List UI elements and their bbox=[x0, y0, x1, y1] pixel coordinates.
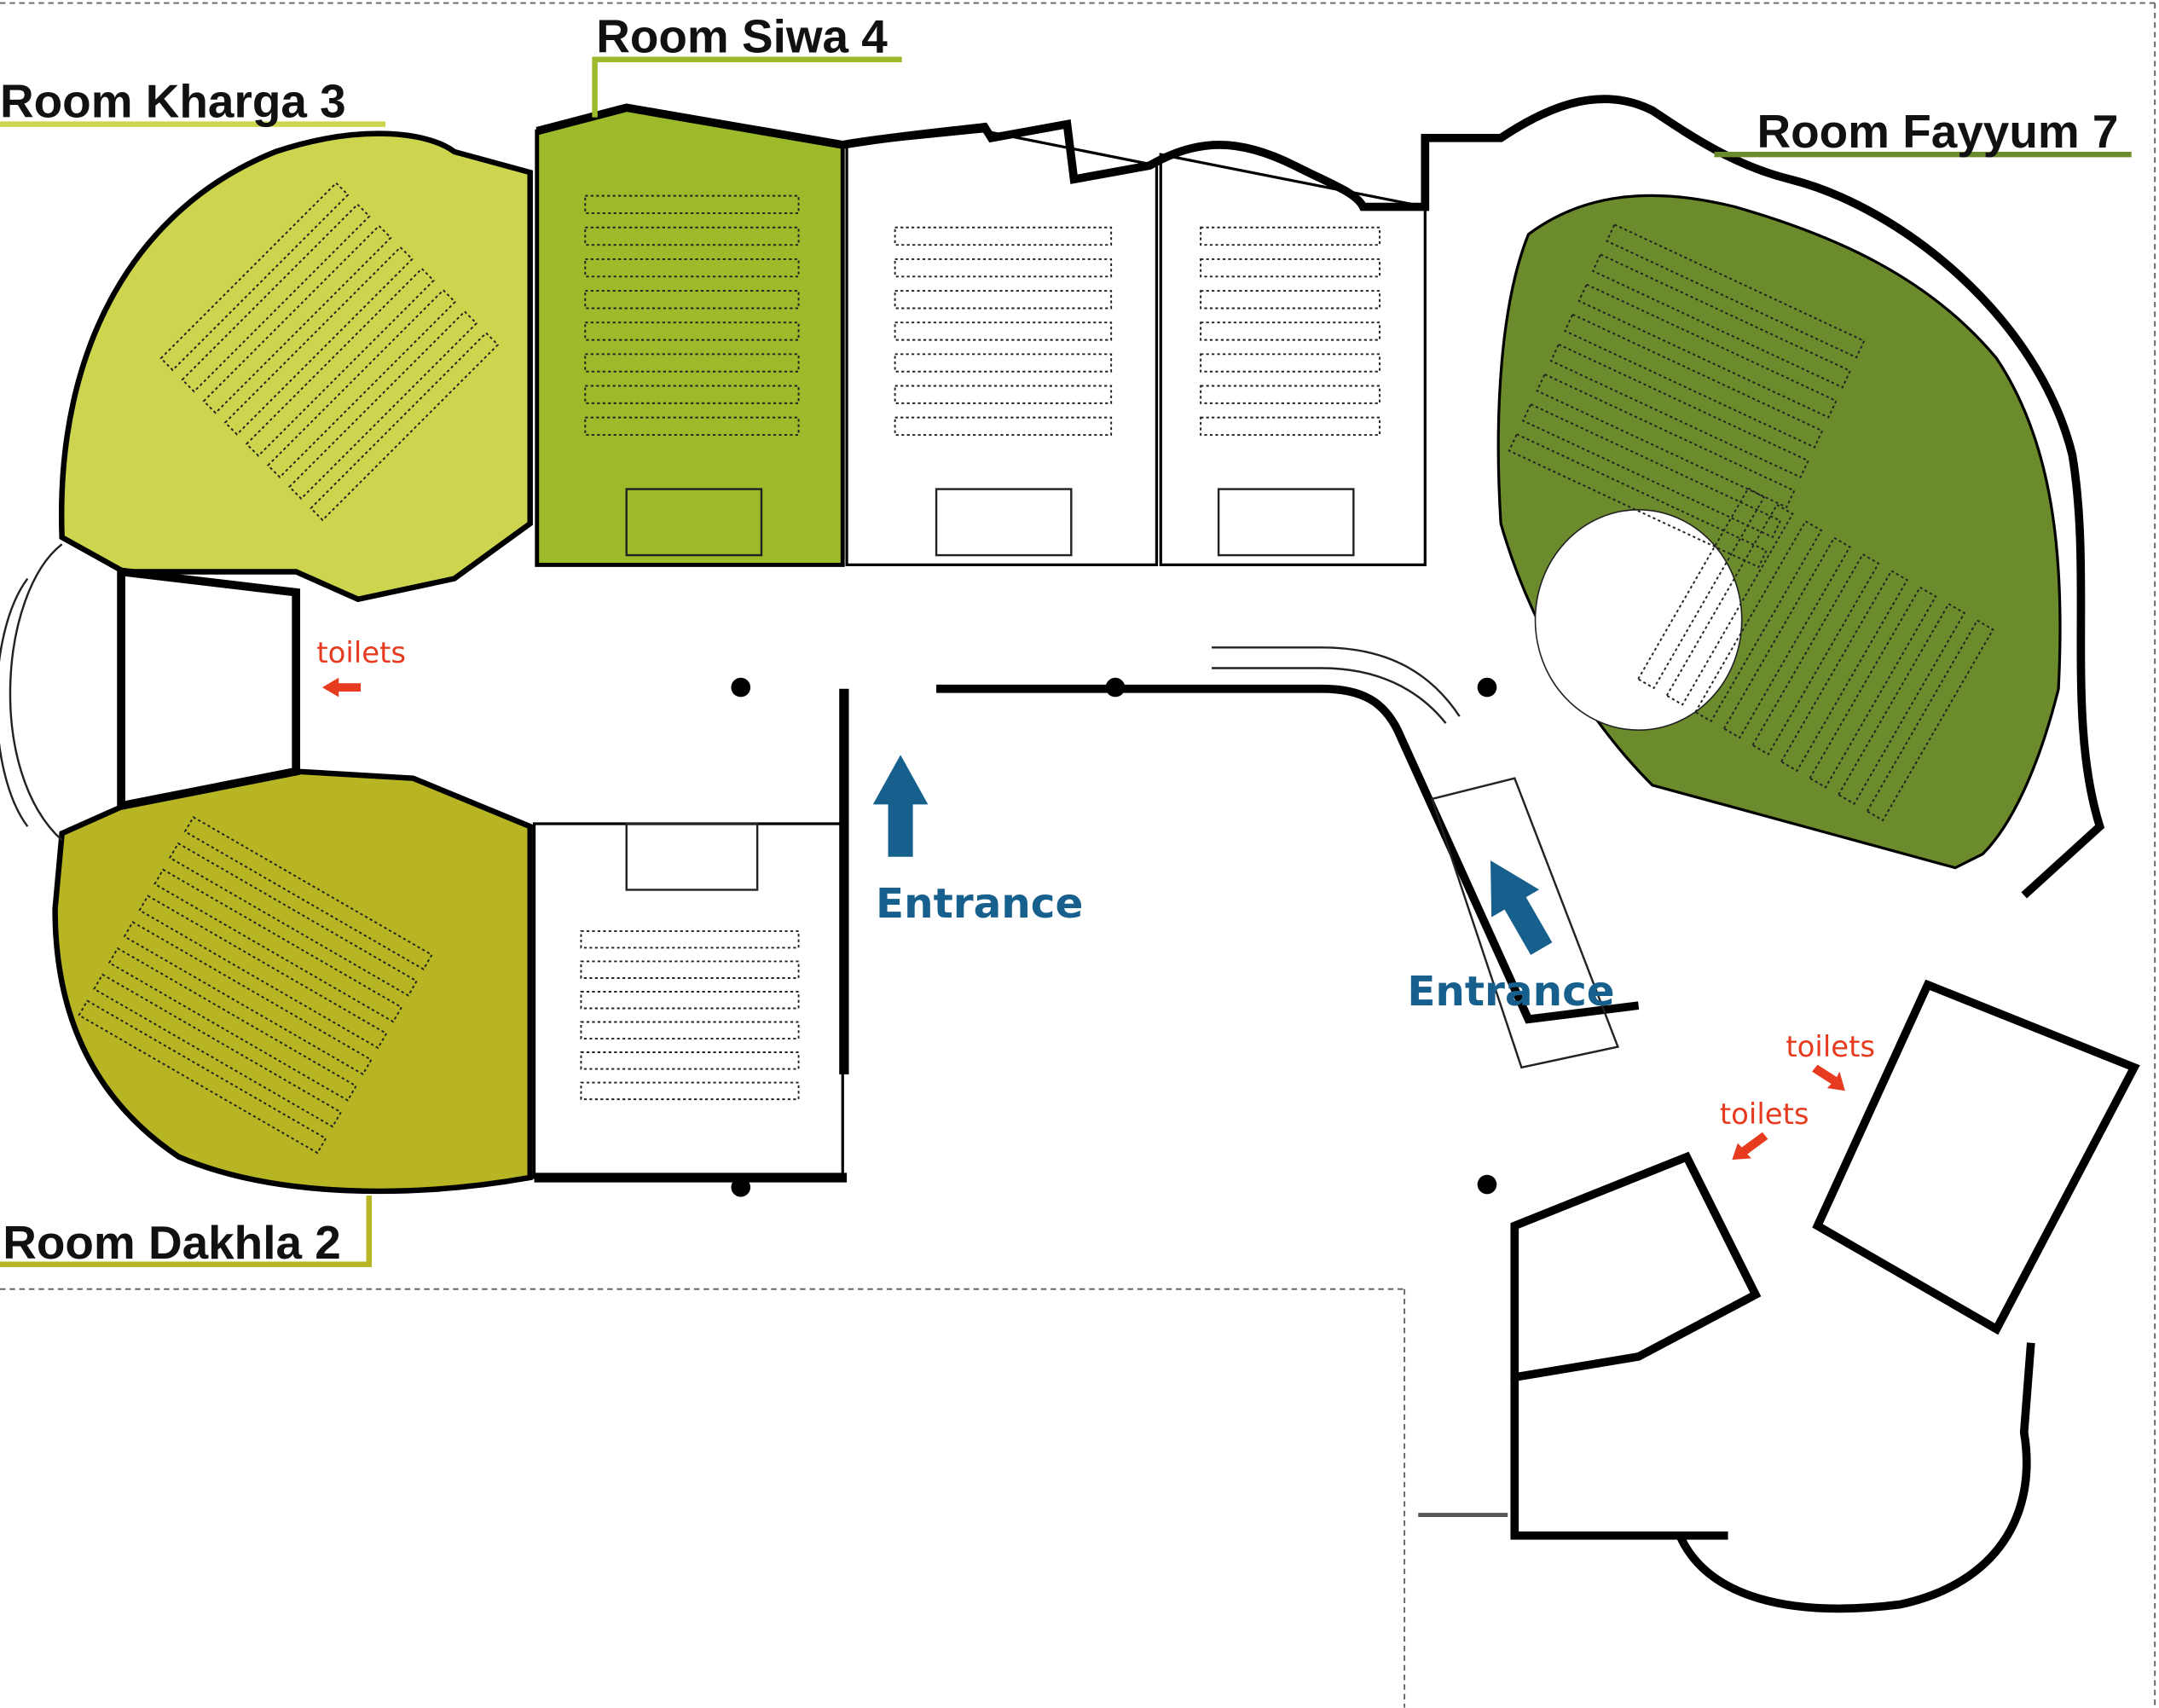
seat-row bbox=[223, 246, 414, 436]
toilets-label-east-1: toilets bbox=[1786, 1030, 1875, 1063]
seat-row bbox=[894, 226, 1113, 246]
room-unnamed-5[interactable] bbox=[845, 130, 1159, 567]
seat-row bbox=[1200, 226, 1380, 246]
seat-row bbox=[580, 1081, 800, 1101]
seat-row bbox=[580, 960, 800, 979]
seat-row bbox=[1606, 223, 1866, 359]
label-room-dakhla: Room Dakhla 2 bbox=[3, 1216, 341, 1269]
seat-row bbox=[584, 226, 800, 246]
seat-row bbox=[1780, 570, 1908, 773]
arrow-down-left-icon bbox=[1732, 1132, 1768, 1160]
seat-row bbox=[1837, 602, 1966, 805]
room-siwa-area[interactable] bbox=[535, 105, 845, 567]
column bbox=[1105, 677, 1126, 698]
column bbox=[731, 677, 751, 698]
seat-row bbox=[1751, 553, 1880, 756]
entrance-label-east: Entrance bbox=[1407, 968, 1614, 1016]
seat-row bbox=[78, 999, 327, 1155]
column bbox=[731, 1177, 751, 1197]
seat-row bbox=[1200, 385, 1380, 404]
seat-row bbox=[894, 258, 1113, 278]
seat-row bbox=[183, 815, 433, 970]
seat-row bbox=[93, 973, 343, 1128]
label-room-siwa: Room Siwa 4 bbox=[596, 10, 888, 63]
stage bbox=[1217, 488, 1355, 557]
seat-row bbox=[123, 920, 373, 1076]
seat-row bbox=[1591, 253, 1852, 389]
seat-row bbox=[1564, 313, 1824, 449]
seat-row bbox=[1722, 536, 1851, 739]
west-toilets-block[interactable] bbox=[0, 543, 301, 842]
seat-row bbox=[1521, 402, 1782, 539]
seat-row bbox=[1200, 321, 1380, 341]
seat-row bbox=[580, 991, 800, 1010]
seat-row bbox=[1636, 487, 1766, 690]
seat-row bbox=[1693, 520, 1823, 723]
seat-row bbox=[584, 353, 800, 373]
seat-row bbox=[584, 290, 800, 310]
stage bbox=[625, 822, 759, 891]
seat-row bbox=[107, 947, 357, 1102]
seat-row bbox=[159, 182, 350, 372]
stage bbox=[935, 488, 1073, 557]
fayyum-stage bbox=[1534, 508, 1743, 731]
seat-row bbox=[1809, 586, 1937, 789]
label-room-fayyum: Room Fayyum 7 bbox=[1757, 105, 2118, 158]
entrance-east-arrow-icon bbox=[1490, 860, 1553, 955]
seat-row bbox=[1200, 290, 1380, 310]
entrance-north-arrow-icon bbox=[872, 755, 929, 857]
seat-row bbox=[584, 385, 800, 404]
seat-row bbox=[894, 321, 1113, 341]
seat-row bbox=[288, 310, 478, 501]
east-entrance-ramp bbox=[1430, 777, 1620, 1069]
arrow-down-right-icon bbox=[1812, 1064, 1845, 1091]
seat-row bbox=[1665, 503, 1794, 706]
cafe-area[interactable] bbox=[1510, 1342, 2035, 1613]
seat-row bbox=[584, 194, 800, 215]
toilets-label-east-2: toilets bbox=[1720, 1097, 1809, 1131]
seat-row bbox=[1536, 373, 1796, 509]
seat-row bbox=[894, 290, 1113, 310]
seat-row bbox=[202, 224, 392, 414]
stage bbox=[625, 488, 763, 557]
room-kharga-area[interactable] bbox=[58, 130, 533, 603]
seat-row bbox=[580, 1021, 800, 1040]
arrow-left-icon bbox=[321, 677, 362, 698]
column bbox=[1477, 677, 1497, 698]
seat-row bbox=[580, 929, 800, 949]
seat-row bbox=[1508, 432, 1768, 569]
seating-rows bbox=[78, 182, 1994, 1155]
seat-row bbox=[138, 895, 388, 1050]
seat-row bbox=[584, 258, 800, 278]
seat-row bbox=[894, 416, 1113, 437]
seat-row bbox=[1200, 416, 1380, 437]
seat-row bbox=[181, 203, 371, 393]
seat-row bbox=[580, 1051, 800, 1070]
label-room-kharga: Room Kharga 3 bbox=[0, 75, 346, 128]
seat-row bbox=[1577, 283, 1838, 419]
seat-row bbox=[168, 842, 418, 997]
seat-row bbox=[1200, 258, 1380, 278]
seat-row bbox=[894, 353, 1113, 373]
seat-row bbox=[584, 321, 800, 341]
seat-row bbox=[1200, 353, 1380, 373]
entrance-label-main: Entrance bbox=[876, 880, 1083, 928]
seat-row bbox=[153, 868, 403, 1023]
east-toilets-block[interactable] bbox=[1510, 979, 2140, 1382]
seat-row bbox=[584, 416, 800, 437]
seat-row bbox=[894, 385, 1113, 404]
seat-row bbox=[1866, 619, 1994, 822]
column bbox=[1477, 1174, 1497, 1195]
toilets-label-west: toilets bbox=[316, 636, 406, 669]
seat-row bbox=[245, 267, 435, 457]
